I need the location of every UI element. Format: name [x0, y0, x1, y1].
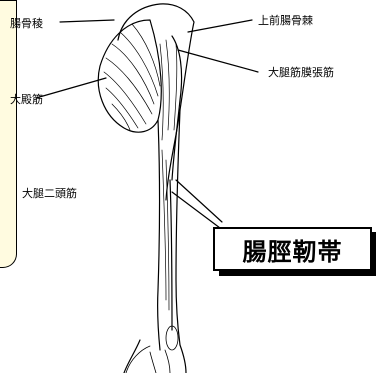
iliotibial-band-callout: 腸脛靭帯 [213, 227, 372, 271]
label-biceps-femoris: 大腿二頭筋 [22, 185, 77, 201]
label-gluteus-maximus: 大殿筋 [10, 91, 43, 107]
callout-label-iliotibial-band: 腸脛靭帯 [243, 232, 343, 267]
label-asis: 上前腸骨棘 [258, 12, 313, 28]
iliotibial-band-outline [158, 120, 160, 350]
label-iliac-crest: 腸骨稜 [10, 15, 43, 31]
pelvis-outline [118, 4, 194, 200]
knee-outline [124, 340, 140, 373]
label-tensor-fasciae-latae: 大腿筋膜張筋 [268, 64, 334, 80]
